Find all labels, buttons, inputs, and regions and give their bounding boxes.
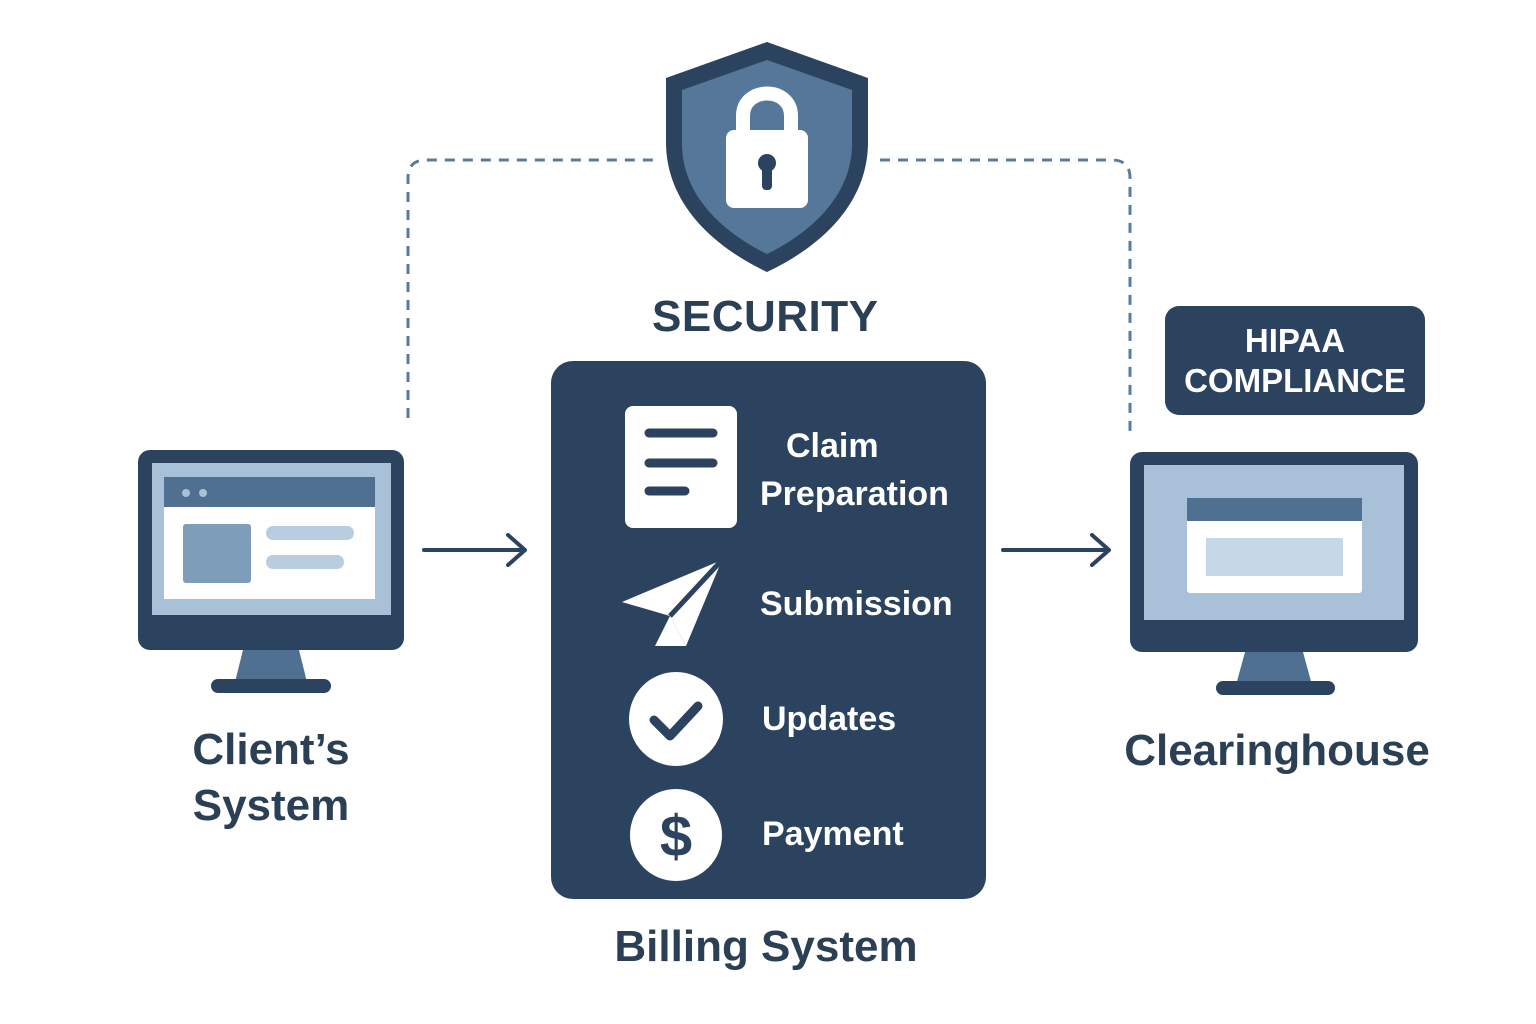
billing-system-label: Billing System [614,922,918,971]
security-connector-right [880,158,1132,432]
shield-lock-icon [666,42,868,272]
document-icon [625,406,737,528]
paper-plane-icon [622,558,724,646]
clearinghouse-label: Clearinghouse [1124,726,1430,775]
step-claim-line1: Claim [786,427,879,465]
security-label: SECURITY [652,292,879,341]
step-claim-line2: Preparation [760,475,949,513]
dollar-circle-icon: $ [630,789,722,881]
arrow-billing-to-clearinghouse [1001,533,1111,567]
billing-system-panel [551,361,986,899]
hipaa-compliance-badge: HIPAA COMPLIANCE [1165,306,1425,415]
hipaa-line: HIPAA [1244,321,1346,359]
step-payment: Payment [762,815,904,853]
client-monitor-icon [138,450,404,693]
clearinghouse-monitor-icon [1130,452,1418,695]
compliance-line: COMPLIANCE [1184,361,1406,399]
arrow-client-to-billing [422,533,527,567]
step-updates: Updates [762,700,897,738]
checkmark-circle-icon [629,672,723,766]
step-submission: Submission [760,585,953,623]
step-claim-preparation: Claim Preparation [760,422,949,518]
security-connector-left [406,158,658,418]
client-system-label: Client’s System [192,725,350,830]
svg-text:$: $ [660,804,692,869]
